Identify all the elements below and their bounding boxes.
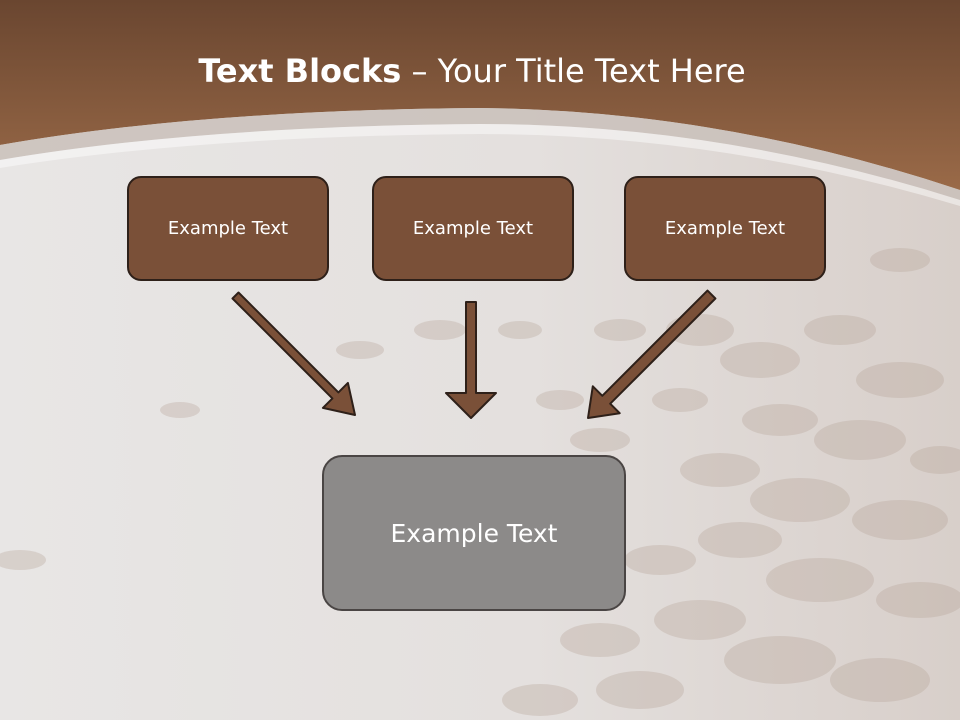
arrow-center [445, 301, 497, 419]
rock [830, 658, 930, 702]
title-separator: – [401, 52, 438, 90]
rock [698, 522, 782, 558]
rock [680, 453, 760, 487]
header-band [0, 0, 960, 190]
rock [560, 623, 640, 657]
rock [596, 671, 684, 709]
rock [624, 545, 696, 575]
rock [336, 341, 384, 359]
arrow-right [587, 289, 717, 419]
rock [852, 500, 948, 540]
rock [570, 428, 630, 452]
rock [414, 320, 466, 340]
rock [720, 342, 800, 378]
slide-title: Text Blocks – Your Title Text Here [0, 52, 944, 90]
arrow-left [231, 291, 356, 416]
text-block-top-right-label: Example Text [664, 218, 786, 239]
rock [814, 420, 906, 460]
rock [870, 248, 930, 272]
text-block-top-center: Example Text [372, 176, 574, 281]
rock [160, 402, 200, 418]
rock [654, 600, 746, 640]
rocks [0, 248, 960, 716]
rock [766, 558, 874, 602]
rock [498, 321, 542, 339]
title-bold: Text Blocks [198, 52, 402, 90]
rock [652, 388, 708, 412]
text-block-top-left: Example Text [127, 176, 329, 281]
rock [742, 404, 818, 436]
rock [804, 315, 876, 345]
rock [750, 478, 850, 522]
rock [536, 390, 584, 410]
title-rest: Your Title Text Here [437, 52, 746, 90]
rock [876, 582, 960, 618]
rock [502, 684, 578, 716]
text-block-bottom-label: Example Text [390, 518, 558, 548]
rock [594, 319, 646, 341]
rock [724, 636, 836, 684]
text-block-top-left-label: Example Text [167, 218, 289, 239]
header-swoosh [0, 108, 960, 200]
rock [0, 550, 46, 570]
header-highlight [0, 124, 960, 206]
rock [910, 446, 960, 474]
text-block-bottom: Example Text [322, 455, 626, 611]
text-block-top-right: Example Text [624, 176, 826, 281]
rock [856, 362, 944, 398]
text-block-top-center-label: Example Text [412, 218, 534, 239]
